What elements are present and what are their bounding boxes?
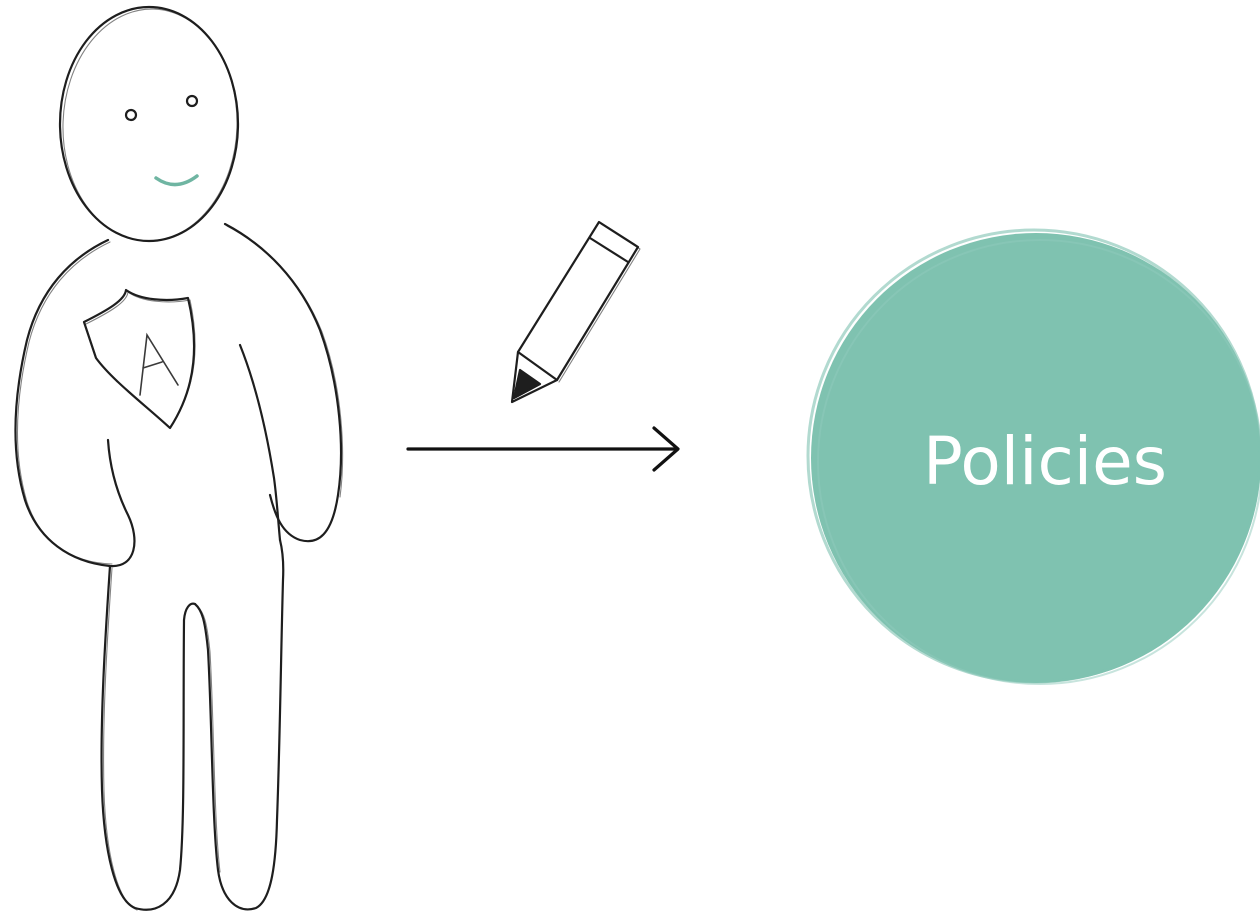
smile-icon xyxy=(154,174,199,187)
policies-label: Policies xyxy=(923,423,1167,500)
policies-circle: Policies xyxy=(806,228,1260,685)
shield-badge-icon xyxy=(82,288,196,430)
pencil-icon xyxy=(510,220,641,404)
right-eye-icon xyxy=(185,94,199,108)
person-head xyxy=(58,5,240,243)
right-arrow-icon xyxy=(406,426,680,472)
left-eye-icon xyxy=(124,108,138,122)
person-body xyxy=(14,222,344,911)
person-figure-icon xyxy=(14,5,344,911)
